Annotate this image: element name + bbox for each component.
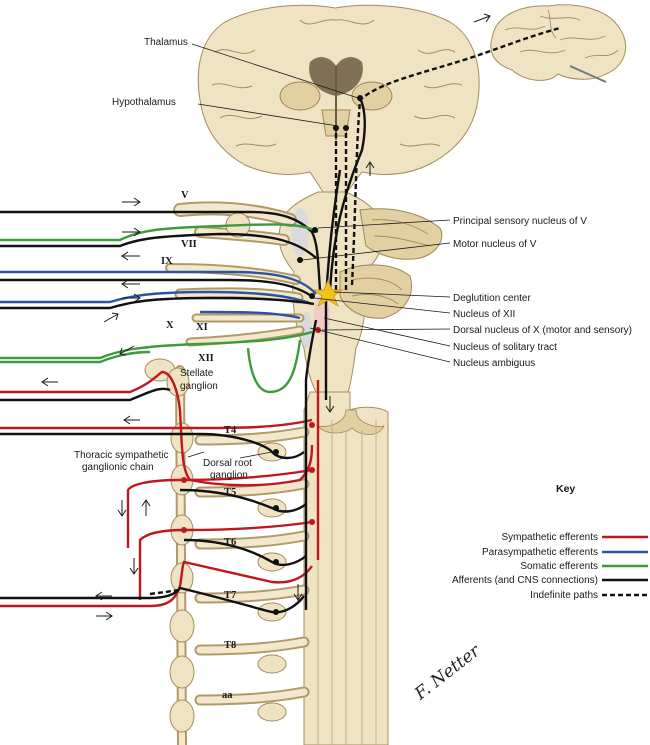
key-legend: Key Sympathetic efferents Parasympatheti… — [452, 483, 648, 601]
label-nerve-xi: XI — [196, 322, 208, 333]
cerebral-hemisphere-illustration — [490, 4, 627, 83]
chain-node-t5 — [181, 477, 187, 483]
pathway-vii-afferent — [0, 232, 317, 259]
motor-v-node — [297, 257, 303, 263]
label-chain-line1: Thoracic sympathetic — [74, 450, 168, 461]
label-segment-t7: T7 — [224, 590, 236, 601]
label-nerve-vii: VII — [181, 239, 197, 250]
artist-signature: F. Netter — [410, 641, 484, 705]
leader-lines — [187, 43, 451, 459]
label-stellate-line1: Stellate — [180, 368, 214, 379]
label-segment-t4: T4 — [224, 425, 237, 436]
hypothalamus-node-1 — [333, 125, 339, 131]
pathway-xi-somatic — [0, 330, 313, 360]
key-label-sympathetic: Sympathetic efferents — [501, 532, 598, 543]
label-nerve-v: V — [181, 190, 189, 201]
drg-node-t4 — [273, 449, 279, 455]
pathway-ix-afferent — [0, 278, 315, 299]
label-hypothalamus: Hypothalamus — [112, 97, 176, 108]
pathway-t5-afferent — [179, 488, 307, 513]
pathway-stellate-sympathetic — [0, 370, 314, 487]
pathway-t6-afferent — [183, 538, 307, 567]
label-thalamus: Thalamus — [144, 37, 188, 48]
drg-node-t7 — [273, 609, 279, 615]
direction-arrows — [41, 13, 491, 621]
label-segment-t8: T8 — [224, 640, 236, 651]
label-segment-t6: T6 — [224, 537, 236, 548]
label-segment-aa: aa — [222, 690, 233, 701]
label-principal-sensory-nucleus-v: Principal sensory nucleus of V — [453, 216, 587, 227]
label-nucleus-solitary-tract: Nucleus of solitary tract — [453, 342, 557, 353]
key-label-parasympathetic: Parasympathetic efferents — [482, 547, 598, 558]
pathway-t7-indefinite — [149, 588, 181, 596]
label-nucleus-ambiguus: Nucleus ambiguus — [453, 358, 535, 369]
spinal-cord-illustration — [303, 391, 389, 745]
label-nerve-ix: IX — [161, 256, 173, 267]
pathway-v-afferent — [0, 210, 322, 291]
pathway-stellate-afferent — [0, 387, 171, 402]
label-drg-line2: ganglion — [210, 470, 248, 481]
drg-node-t5 — [273, 505, 279, 511]
pathway-vii-somatic — [0, 223, 319, 242]
hypothalamus-node-2 — [343, 125, 349, 131]
drg-node-t6 — [273, 559, 279, 565]
thalamus-node — [357, 95, 363, 101]
t4-node — [309, 422, 315, 428]
label-nerve-x: X — [166, 320, 174, 331]
pathway-t7-afferent — [0, 586, 305, 614]
pathway-cortex-dashed — [350, 26, 561, 286]
label-chain-line2: ganglionic chain — [82, 462, 154, 473]
t5-node — [309, 467, 315, 473]
pathway-thalamus — [328, 97, 366, 291]
key-label-somatic: Somatic efferents — [520, 561, 598, 572]
pathway-xi-parasympathetic — [199, 310, 301, 320]
label-deglutition-center: Deglutition center — [453, 293, 531, 304]
pathway-t4-sympathetic — [0, 418, 313, 430]
pathway-ix-parasympathetic — [0, 270, 317, 295]
key-label-afferents: Afferents (and CNS connections) — [452, 575, 598, 586]
label-motor-nucleus-v: Motor nucleus of V — [453, 239, 537, 250]
label-nerve-xii: XII — [198, 353, 214, 364]
label-drg-line1: Dorsal root — [203, 458, 252, 469]
pathway-spinal-ascending — [304, 319, 318, 610]
key-label-indefinite: Indefinite paths — [530, 590, 598, 601]
deglutition-center-star — [312, 279, 344, 307]
t6-node — [309, 519, 315, 525]
xii-node — [309, 293, 315, 299]
label-segment-t5: T5 — [224, 487, 236, 498]
label-nucleus-xii: Nucleus of XII — [453, 309, 515, 320]
label-dorsal-nucleus-x: Dorsal nucleus of X (motor and sensory) — [453, 325, 632, 336]
key-title: Key — [556, 483, 575, 495]
chain-node-t6 — [181, 527, 187, 533]
anatomy — [144, 4, 627, 745]
principal-sensory-node — [312, 227, 318, 233]
label-stellate-line2: ganglion — [180, 381, 218, 392]
pathway-t7-sympathetic — [0, 560, 313, 608]
pathway-t6-sympathetic — [138, 520, 313, 600]
coronal-brain-section — [197, 4, 480, 196]
sympathetic-chain-illustration — [144, 358, 195, 745]
pathway-x-afferent — [0, 296, 315, 310]
